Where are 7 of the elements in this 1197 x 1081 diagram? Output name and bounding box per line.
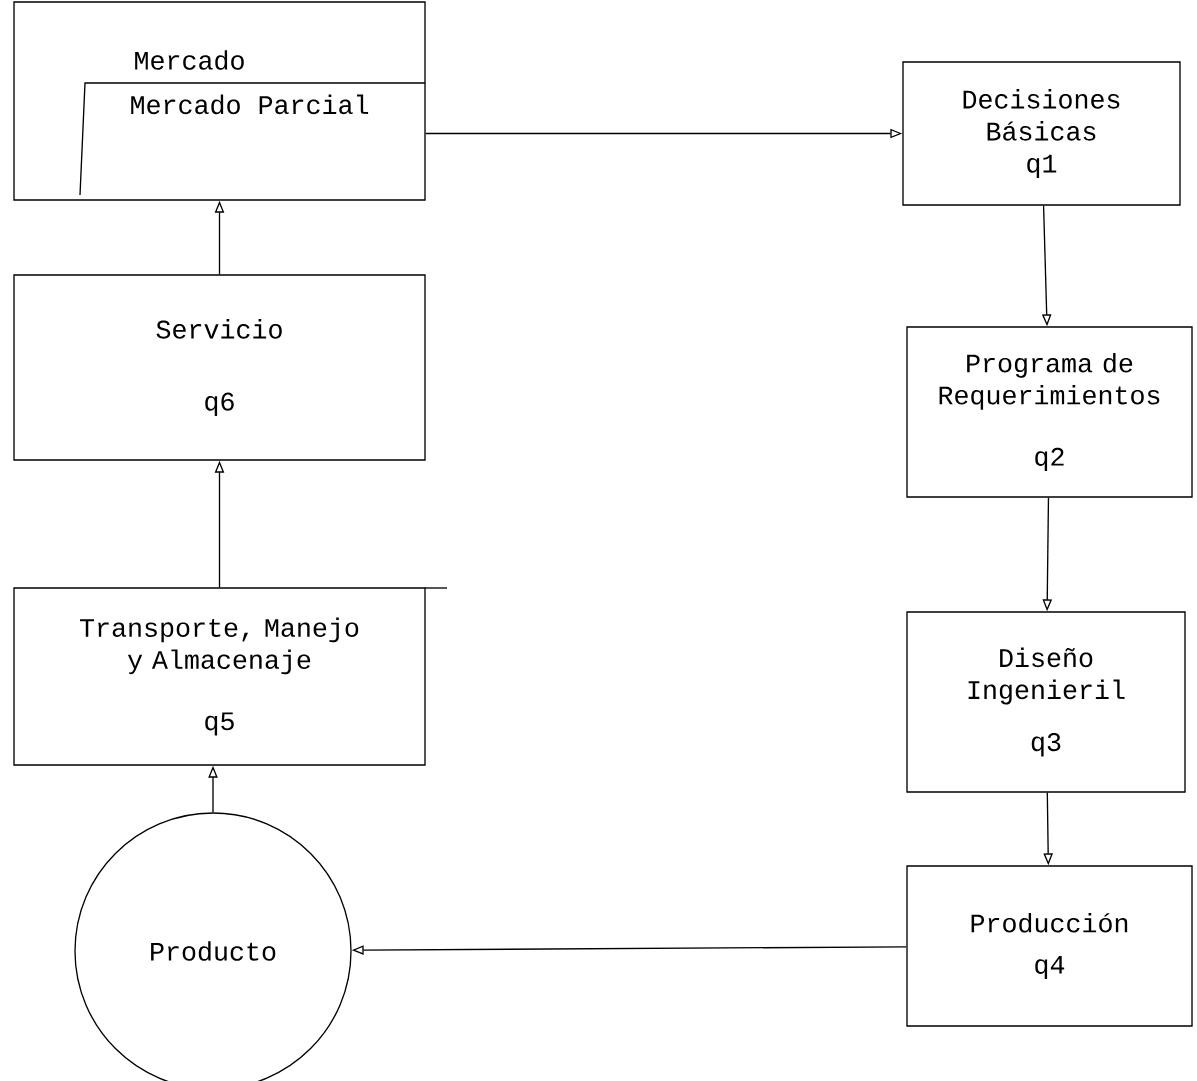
process-box: Servicio q6 [13,274,426,461]
submarket-box: Mercado Parcial [79,82,426,196]
process-box: Producción q4 [906,865,1193,1027]
process-box: Programa de Requerimientos q2 [906,326,1193,498]
process-box: Decisiones Básicas q1 [902,61,1181,206]
process-box: Diseño Ingenieril q3 [906,611,1186,793]
process-box: Transporte, Manejo y Almacenaje q5 [13,587,448,766]
